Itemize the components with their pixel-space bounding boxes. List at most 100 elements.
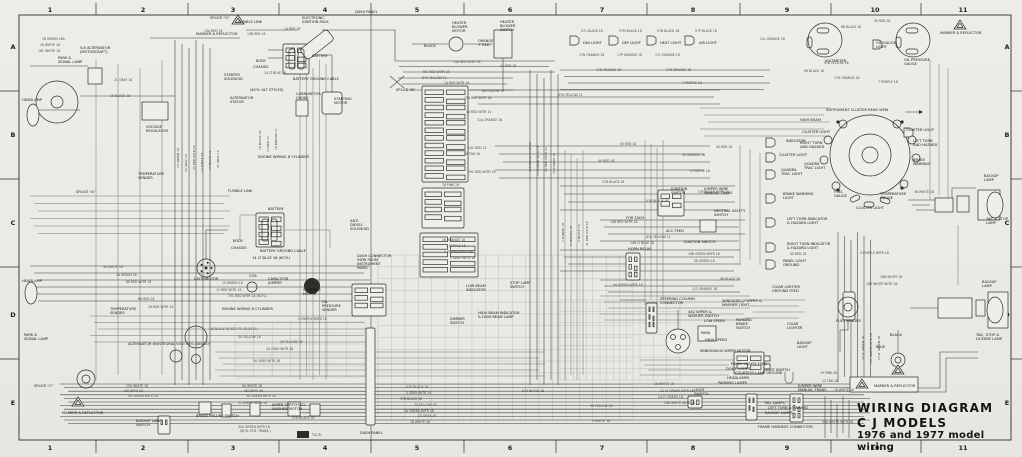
grid-number: 9 (785, 444, 790, 452)
block-slot (450, 267, 476, 273)
grid-number: 11 (958, 444, 968, 452)
component-label: LEFT TURN & HAZARD (768, 406, 808, 410)
component-label: LEFT TURN INDICATOR& HAZARD LIGHT (787, 217, 828, 225)
component (892, 119, 902, 129)
wire-label: 5A GRAY WITR 18 (253, 359, 280, 363)
component-label: INDICATOR (786, 139, 806, 143)
component-label: FUSIBLE LINK (238, 20, 263, 24)
grid-letter: B (11, 131, 16, 139)
block-slot (634, 271, 638, 278)
wire-label: 17K ORANGE 18 (666, 68, 691, 72)
grid-number: 7 (600, 6, 605, 14)
component (191, 354, 201, 364)
wire-label: 96 BLACK 18 (804, 69, 824, 73)
marker-reflector-icon (231, 14, 245, 25)
component (937, 297, 973, 319)
block-slot (424, 150, 444, 156)
block-slot (628, 264, 632, 270)
block-slot (424, 97, 444, 103)
component (861, 146, 879, 164)
component-label: ENGINE WIRING 8 CYLINDER (258, 155, 310, 159)
wire-label: 19 PINK 18 (820, 371, 837, 375)
wire-label: 19 GREEN 18 (222, 281, 243, 285)
wire-label: 6B RED 18 (138, 297, 155, 301)
wire-label: 24 LT GREEN 18 (658, 395, 683, 399)
component (295, 99, 309, 117)
block-slot (422, 259, 448, 265)
wire-label: 57D BLACK 18 (646, 199, 668, 203)
wire-label: 30 RED WITR 14 (466, 110, 491, 114)
wire-label: 26 YELLOW 18 (280, 340, 303, 344)
component (50, 95, 64, 109)
wire-label: 30 WHITE 16 (103, 265, 123, 269)
wire-label: 58 GREEN 18 (694, 259, 715, 263)
component-label: FUSIBLE LINK (228, 189, 253, 193)
component-label: T.C.S. (311, 433, 322, 437)
wire-label: 16 BLACK W RED TR 18 (6CYL) (210, 327, 258, 331)
component (900, 120, 904, 124)
wire-label: 16 WHITE 18 (834, 388, 854, 392)
wire-label: 16 BLACK 18 (110, 94, 130, 98)
distributor-post (206, 272, 209, 275)
block-slot (258, 239, 269, 245)
gauge-slot (806, 36, 813, 49)
wire-label: (6CYL STD. TRANS.) (240, 429, 271, 433)
grid-number: 5 (415, 6, 420, 14)
component (836, 120, 840, 124)
block-slot (446, 89, 466, 95)
block-slot (444, 200, 462, 207)
block-slot (446, 98, 466, 105)
wire-label: 4 PURPLE 18 (690, 169, 710, 173)
component-label: HIGH SPEED (705, 338, 727, 342)
wire-label: 75B RED WITR 18 (464, 96, 491, 100)
connector-block (625, 252, 641, 281)
component (198, 401, 212, 415)
wire-label: 15B RED WITR 18 (610, 220, 637, 224)
wire-label: 57E BLACK WITR 18 (528, 142, 532, 172)
component-label: BODY (233, 239, 244, 243)
component (899, 179, 909, 189)
wire-label: 17N ORANGE 18 (579, 53, 604, 57)
wire-label: 8B BLACK 18 (841, 25, 861, 29)
block-slot (672, 193, 682, 199)
block-slot (446, 129, 466, 135)
block-slot (652, 306, 655, 312)
wire-label: 57D BLACK 18 (292, 416, 314, 420)
wire-label: 7 PURPLE 18 (682, 81, 702, 85)
component-label: MARKER & REFLECTOR (940, 31, 982, 35)
marker-reflector-icon (894, 367, 902, 373)
marker-reflector-icon (953, 19, 967, 30)
grid-number: 9 (785, 6, 790, 14)
component (304, 278, 320, 294)
component (807, 22, 843, 58)
component-label: BATTERY GROUND CABLE (260, 249, 307, 253)
connector-block (365, 327, 376, 426)
component-label: HEAT LIGHT (660, 41, 682, 45)
grid-number: 6 (508, 444, 513, 452)
component-label: HEADLAMP (22, 279, 43, 283)
block-slot (450, 251, 476, 258)
arrow-icon (919, 110, 923, 114)
wire-label: 18D WHITE 18 (880, 275, 902, 279)
wire-label: 31 RED WITR 18 (585, 221, 589, 246)
block-slot (370, 287, 384, 293)
wire-label: 2C GRAY 16 (216, 150, 220, 168)
component (763, 363, 771, 370)
component-label: TAIL LAMPS (763, 401, 785, 405)
connector-block (745, 393, 758, 421)
component (675, 344, 681, 350)
component (184, 325, 208, 349)
component (321, 91, 343, 115)
wire-label: 75C RED WITR 18 (422, 70, 450, 74)
